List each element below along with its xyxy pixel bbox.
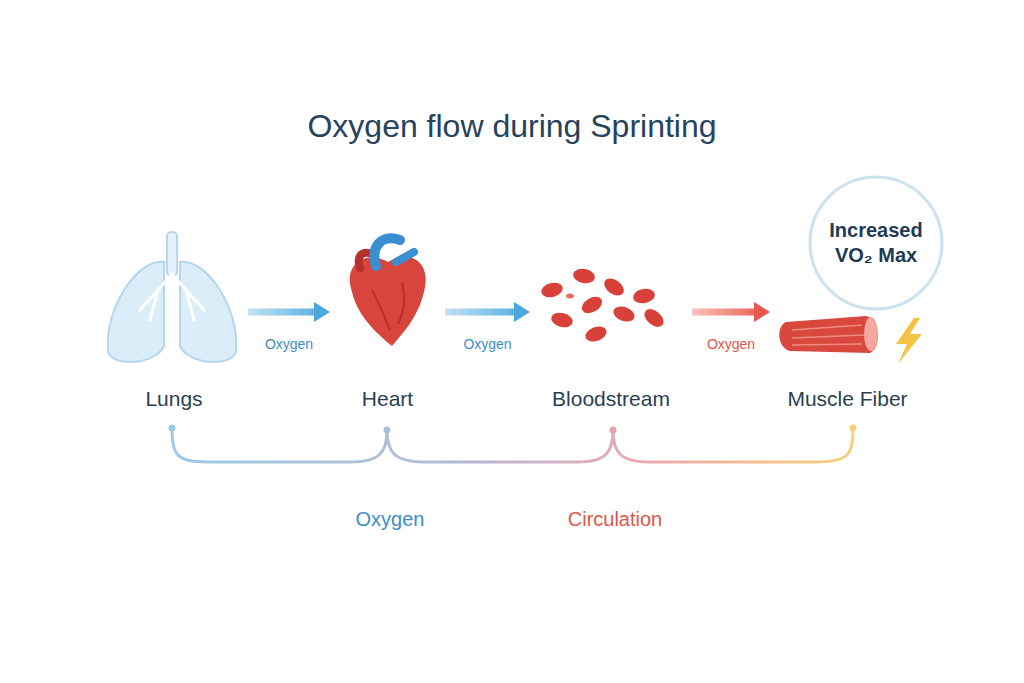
bracket-dot (169, 425, 176, 432)
flow-arrow (248, 302, 330, 322)
flow-arrow (692, 302, 770, 322)
blood-cell (572, 267, 596, 285)
node-label: Bloodstream (552, 386, 670, 412)
arrow-shaft (248, 309, 316, 316)
blood-cell (601, 275, 627, 299)
bracket-dot (850, 425, 857, 432)
heart-illustration (350, 238, 426, 346)
blood-cell-shine (566, 294, 574, 299)
lungs-illustration (108, 232, 237, 362)
arrow-shaft (692, 309, 756, 316)
muscle-fiber-illustration (779, 316, 922, 364)
blood-cell (632, 287, 656, 305)
bronchi (140, 274, 204, 320)
arrow-label: Oxygen (463, 336, 511, 352)
blood-cell (611, 304, 636, 325)
node-label: Heart (362, 386, 413, 412)
muscle-end (864, 317, 878, 351)
curly-bracket (172, 428, 853, 462)
bracket-dot (610, 427, 617, 434)
stage-node: Bloodstream (530, 230, 692, 412)
energy-bolt (896, 318, 922, 364)
muscle-body (779, 316, 878, 353)
circle-outline (807, 174, 945, 312)
blood-cell (540, 280, 565, 299)
blood-cells (540, 267, 667, 344)
blood-cell (550, 310, 575, 329)
arrow-head (314, 302, 330, 322)
metric-circle: Increased VO₂ Max (807, 174, 945, 312)
arrow-head (754, 302, 770, 322)
blood-cell (583, 324, 608, 345)
arrow-shaft (445, 309, 516, 316)
flow-arrow (445, 302, 530, 322)
stage-node: Muscle Fiber (770, 300, 925, 412)
node-label: Lungs (145, 386, 202, 412)
arrow-label: Oxygen (707, 336, 755, 352)
stage-node: Lungs (100, 230, 248, 412)
bracket (169, 425, 857, 463)
group-label: Circulation (568, 508, 662, 531)
pulmonary-vessel (396, 252, 414, 262)
trachea (167, 232, 177, 276)
metric-label: Increased VO₂ Max (821, 218, 931, 268)
stage-node: Heart (330, 230, 445, 412)
circle-shape (810, 177, 942, 309)
muscle-striation (792, 325, 864, 345)
group-label: Oxygen (356, 508, 425, 531)
node-label: Muscle Fiber (787, 386, 907, 412)
arrow-head (514, 302, 530, 322)
arrow-label: Oxygen (265, 336, 313, 352)
blood-cell (641, 306, 667, 331)
diagram-title: Oxygen flow during Sprinting (0, 108, 1024, 145)
heart-detail (372, 282, 404, 330)
blood-cell (579, 293, 605, 316)
bracket-dot (384, 427, 391, 434)
left-lung (108, 262, 164, 362)
right-lung (180, 262, 236, 362)
